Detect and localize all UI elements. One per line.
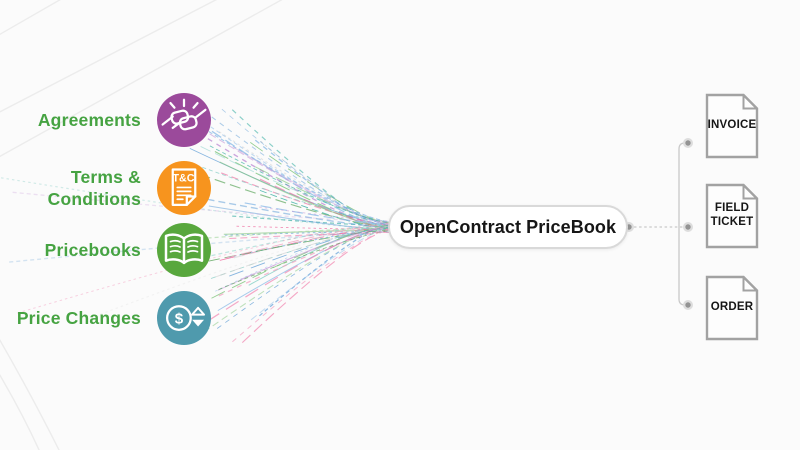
open-book-icon	[157, 223, 211, 277]
hub-label: OpenContract PriceBook	[399, 216, 617, 237]
background-accent-lines	[0, 0, 283, 450]
price-arrows-icon: $	[157, 291, 211, 345]
document-icon	[705, 183, 759, 249]
tc-icon-text: T&C	[172, 172, 194, 184]
source-row-terms-conditions: Terms & Conditions T&C	[0, 161, 211, 215]
connector-dots	[624, 138, 693, 310]
source-row-agreements: Agreements	[0, 93, 211, 147]
output-doc-label: INVOICE	[707, 119, 757, 132]
source-label: Terms & Conditions	[47, 166, 141, 209]
flow-lines	[0, 108, 396, 344]
connector-dot	[683, 300, 693, 310]
output-doc-order: ORDER	[705, 275, 759, 341]
document-icon	[705, 275, 759, 341]
output-doc-field-ticket: FIELD TICKET	[705, 183, 759, 249]
handshake-icon	[157, 93, 211, 147]
source-label: Agreements	[37, 109, 141, 130]
source-row-pricebooks: Pricebooks	[0, 223, 211, 277]
output-connector	[634, 142, 687, 306]
source-label: Pricebooks	[44, 239, 141, 260]
source-label: Price Changes	[16, 307, 141, 328]
source-row-price-changes: Price Changes $	[0, 291, 211, 345]
tc-document-icon: T&C	[157, 161, 211, 215]
dollar-icon-text: $	[175, 310, 184, 327]
output-doc-invoice: INVOICE	[705, 93, 759, 159]
hub-node: OpenContract PriceBook	[388, 205, 628, 249]
document-icon	[705, 93, 759, 159]
connector-dot	[683, 138, 693, 148]
connector-dot	[683, 222, 693, 232]
output-doc-label: ORDER	[710, 301, 754, 314]
output-doc-label: FIELD TICKET	[710, 202, 754, 228]
